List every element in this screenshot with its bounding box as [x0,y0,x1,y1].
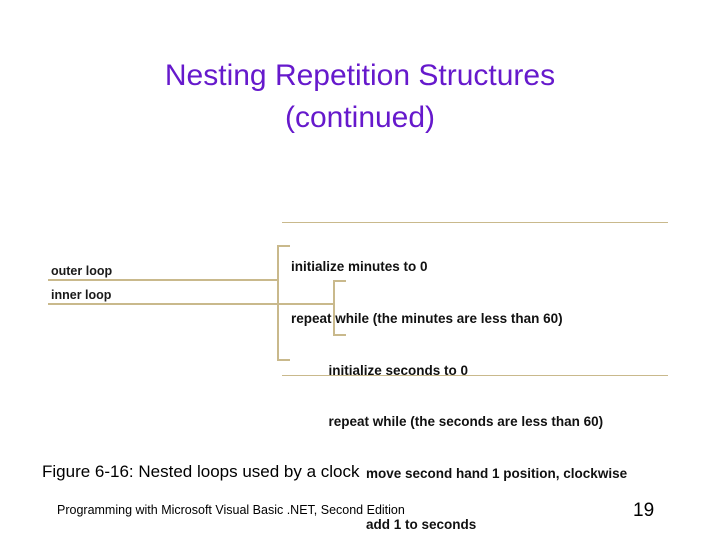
outer-loop-leader-line [48,279,279,281]
page-title-line-1: Nesting Repetition Structures [164,59,556,92]
page-title-line-2: (continued) [284,101,436,134]
pseudocode-line: repeat while (the seconds are less than … [291,414,604,430]
outer-loop-bracket-vertical [277,245,279,360]
pseudocode-line: repeat while (the minutes are less than … [291,311,563,327]
pseudocode-line: add 1 to seconds [291,517,477,533]
outer-loop-label: outer loop [51,264,113,278]
footer-source-text: Programming with Microsoft Visual Basic … [57,503,405,517]
figure-caption: Figure 6-16: Nested loops used by a cloc… [42,462,360,481]
page-number: 19 [633,500,655,521]
figure-nested-loops: outer loop inner loop initialize minutes… [0,200,720,532]
figure-top-rule [282,222,668,223]
inner-loop-bracket-top-stub [333,280,346,282]
pseudocode-line: move second hand 1 position, clockwise [291,465,628,481]
inner-loop-bracket-bottom-stub [333,334,346,336]
pseudocode-line: initialize seconds to 0 [291,362,469,378]
outer-loop-bracket-bottom-stub [277,359,290,361]
page-title: Nesting Repetition Structures (continued… [60,55,660,139]
outer-loop-bracket-top-stub [277,245,290,247]
figure-bottom-rule [282,375,668,376]
inner-loop-leader-line [48,303,335,305]
pseudocode-block: initialize minutes to 0 repeat while (th… [291,224,671,540]
inner-loop-label: inner loop [51,288,112,302]
pseudocode-line: initialize minutes to 0 [291,259,428,275]
inner-loop-bracket-vertical [333,280,335,335]
